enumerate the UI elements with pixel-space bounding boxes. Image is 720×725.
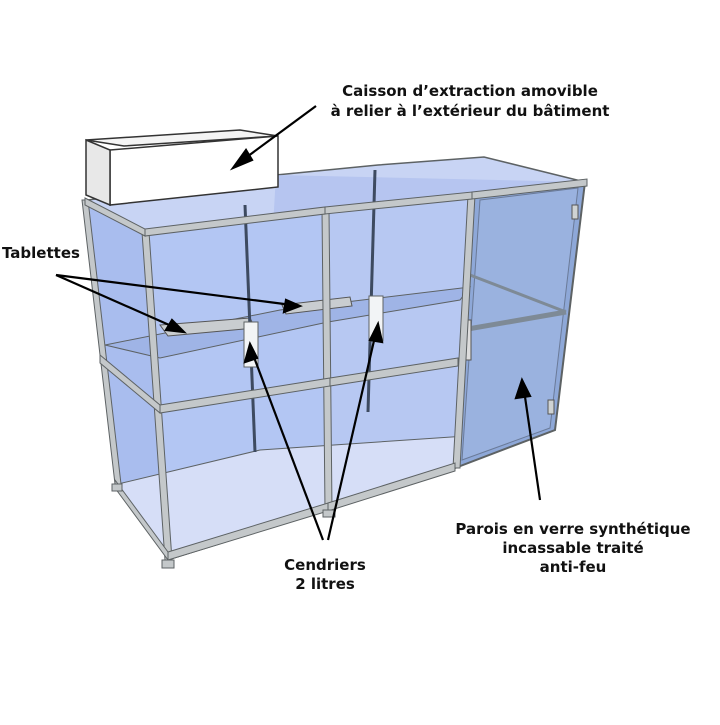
door-hinge-top: [571, 204, 579, 220]
door-shelf-line: [461, 309, 567, 333]
door-hinge-bottom: [547, 399, 555, 415]
frame-top-front-3: [471, 178, 588, 200]
arrow-parois: [522, 389, 542, 501]
label-caisson-line-2: à relier à l’extérieur du bâtiment: [331, 102, 610, 120]
arrow-cendrier-right-head: [368, 320, 384, 344]
label-parois-line-1: Parois en verre synthétique: [455, 520, 690, 538]
arrow-cendrier-left-head: [243, 340, 259, 364]
label-parois-line-3: anti-feu: [540, 558, 607, 576]
label-caisson-line-1: Caisson d’extraction amovible: [342, 82, 598, 100]
arrow-caisson-head: [229, 148, 254, 171]
arrow-tablette-right-head: [282, 298, 303, 314]
door-shelf-edge: [469, 273, 567, 314]
arrow-parois-head: [514, 377, 532, 400]
foot-3: [111, 483, 123, 492]
cabin: [81, 156, 588, 569]
frame-mid-front-2: [329, 357, 459, 387]
arrow-cendrier-right: [326, 331, 378, 541]
arrow-cendrier-left: [250, 351, 325, 541]
arrow-caisson: [239, 105, 317, 163]
extraction-box-side: [85, 138, 111, 207]
frame-mid-left: [99, 353, 161, 415]
door-inner-panel: [461, 187, 579, 461]
arrow-tablette-left: [55, 273, 177, 330]
label-cendriers-line-1: Cendriers: [284, 556, 366, 574]
arrow-tablette-right: [55, 273, 293, 307]
arrows: [55, 105, 542, 541]
label-cendriers-line-2: 2 litres: [295, 575, 355, 593]
extraction-box: [85, 129, 279, 207]
label-tablettes: Tablettes: [2, 244, 80, 262]
label-parois-line-2: incassable traité: [502, 539, 643, 557]
labels: Caisson d’extraction amovible à relier à…: [2, 82, 691, 593]
frame: [81, 178, 588, 569]
frame-bottom-front-2: [327, 462, 456, 512]
arrow-tablette-left-head: [164, 318, 187, 334]
foot-1: [161, 559, 175, 569]
